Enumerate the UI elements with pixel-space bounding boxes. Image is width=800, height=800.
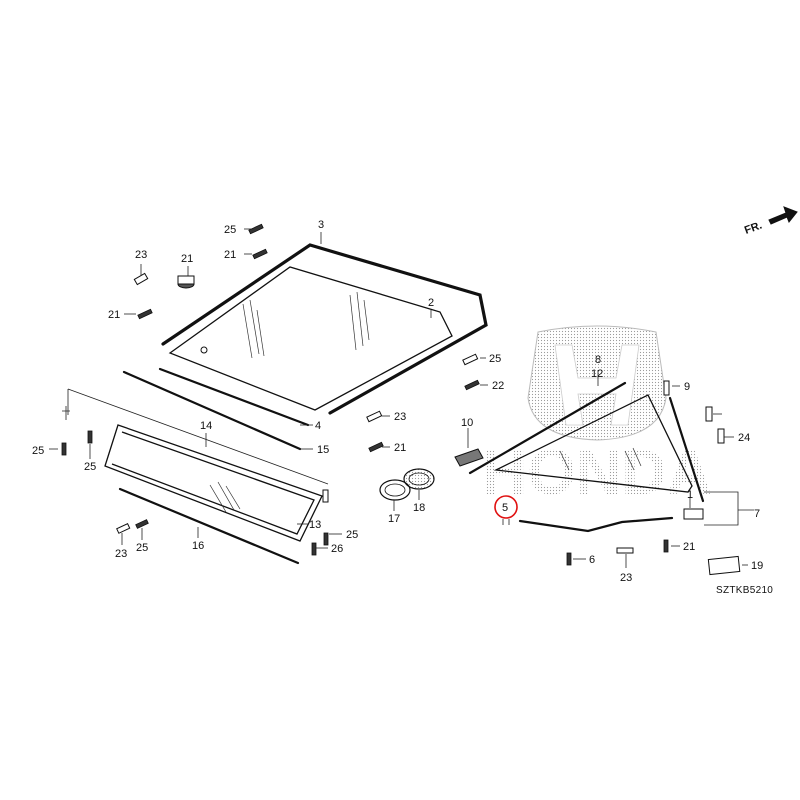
dam-rubber-15-shape — [122, 370, 302, 451]
part-label-12: 12 — [591, 368, 603, 380]
part-label-6: 6 — [589, 554, 595, 566]
quarter-molding-shape — [468, 381, 627, 475]
part-label-15: 15 — [317, 444, 329, 456]
front-direction-indicator: FR. — [743, 206, 798, 237]
part-label-8: 8 — [595, 354, 601, 366]
rear-glass-inner-edge — [111, 431, 315, 535]
windshield-glass-shape — [168, 266, 453, 411]
part-label-23: 23 — [394, 411, 406, 423]
part-label-20: 21 — [181, 253, 193, 265]
part-label-25: 25 — [136, 542, 148, 554]
part-label-3: 3 — [318, 219, 324, 231]
rear-glass-reflection-lines — [209, 481, 241, 513]
part-label-23: 23 — [115, 548, 127, 560]
quarter-glass-shape — [493, 394, 693, 493]
part-label-18: 18 — [413, 502, 425, 514]
highlight-ring-part-5 — [494, 495, 518, 519]
part-label-25: 25 — [346, 529, 358, 541]
quarter-weatherstrip-shape — [668, 396, 705, 503]
part-label-1: 1 — [687, 489, 693, 501]
part-label-24: 24 — [738, 432, 750, 444]
part-label-9: 9 — [684, 381, 690, 393]
quarter-glass-bracket — [704, 491, 754, 526]
part-1-sticker-shape — [683, 508, 704, 520]
front-direction-label: FR. — [743, 219, 764, 236]
part-label-19: 19 — [751, 560, 763, 572]
rear-molding-shape — [118, 487, 300, 565]
leader-lines — [49, 228, 748, 568]
part-label-25: 25 — [224, 224, 236, 236]
honda-h-mark — [554, 344, 640, 426]
part-10-pad-shape — [454, 448, 484, 467]
part-label-25: 26 — [331, 543, 343, 555]
part-label-23: 23 — [135, 249, 147, 261]
part-label-2: 2 — [428, 297, 434, 309]
quarter-lower-molding-shape — [518, 516, 674, 533]
part-label-7: 7 — [754, 508, 760, 520]
windshield-reflection-lines — [242, 291, 370, 359]
windshield-molding-shape — [161, 243, 488, 415]
part-label-25: 25 — [32, 445, 44, 457]
honda-watermark: HONDA — [482, 325, 712, 508]
part-19-label-shape — [707, 555, 741, 576]
front-arrow-icon — [768, 206, 798, 225]
part-label-21: 22 — [492, 380, 504, 392]
part-label-21: 21 — [224, 249, 236, 261]
part-label-16: 16 — [192, 540, 204, 552]
part-label-25: 25 — [489, 353, 501, 365]
part-label-5: 5 — [502, 502, 508, 514]
part-label-22: 21 — [683, 541, 695, 553]
part-20-plug-shape — [177, 275, 195, 289]
part-label-4: 4 — [315, 420, 321, 432]
part-labels: 3 2 25 21 23 21 21 25 22 23 21 4 15 14 1… — [32, 219, 763, 584]
part-5-pin-marks — [502, 519, 510, 525]
rear-glass-shape — [104, 424, 323, 542]
part-label-21: 21 — [108, 309, 120, 321]
windshield-sensor-dot — [200, 346, 208, 354]
quarter-glass-reflection-lines — [559, 447, 642, 471]
part-label-23: 23 — [620, 572, 632, 584]
part-label-14: 14 — [200, 420, 212, 432]
part-label-10: 10 — [461, 417, 473, 429]
part-label-21: 21 — [394, 442, 406, 454]
part-17-grommet-shape — [379, 479, 411, 501]
dam-rubber-4-shape — [158, 367, 310, 427]
part-label-25: 25 — [84, 461, 96, 473]
part-label-17: 17 — [388, 513, 400, 525]
part-label-13: 13 — [309, 519, 321, 531]
diagram-code: SZTKB5210 — [716, 585, 773, 596]
part-18-grommet-shape — [403, 468, 435, 490]
small-clips — [61, 223, 725, 566]
